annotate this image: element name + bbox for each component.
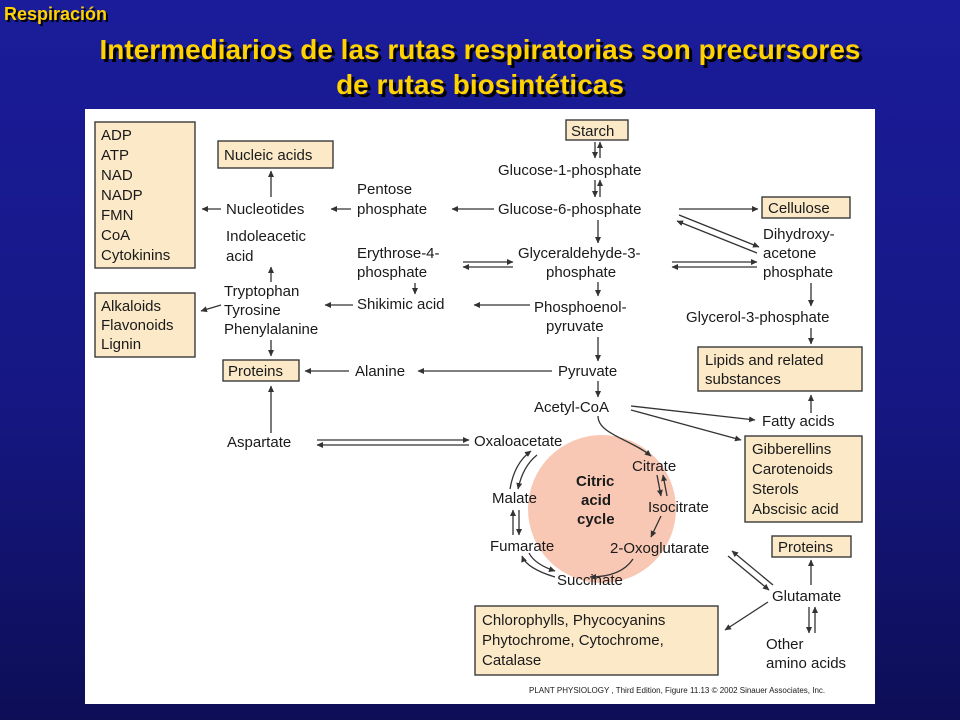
- acetyl-coa-label: Acetyl-CoA: [534, 399, 609, 416]
- nucleotides-label: Nucleotides: [226, 201, 304, 218]
- starch-label: Starch: [571, 123, 614, 140]
- malate-label: Malate: [492, 490, 537, 507]
- dihydroxy-label-line2: acetone: [763, 245, 816, 262]
- glyceraldehyde-label-line2: phosphate: [546, 264, 616, 281]
- proteins-right-label: Proteins: [778, 539, 833, 556]
- cofactor-nad: NAD: [101, 167, 133, 184]
- starch-box: Starch: [565, 119, 629, 141]
- pathway-diagram: ADP ATP NAD NADP FMN CoA Cytokinins Nucl…: [94, 119, 863, 695]
- other-amino-acids-line2: amino acids: [766, 655, 846, 672]
- glyceraldehyde-label-line1: Glyceraldehyde-3-: [518, 245, 641, 262]
- cofactor-coa: CoA: [101, 227, 130, 244]
- cycle-label-line2: acid: [581, 492, 611, 509]
- nucleic-acids-label: Nucleic acids: [224, 147, 312, 164]
- sterols-label: Sterols: [752, 481, 799, 498]
- pentose-label-line1: Pentose: [357, 181, 412, 198]
- pigments-box: Chlorophylls, Phycocyanins Phytochrome, …: [474, 605, 719, 676]
- citrate-label: Citrate: [632, 458, 676, 475]
- proteins-right-box: Proteins: [771, 535, 852, 558]
- alkaloids-label: Alkaloids: [101, 298, 161, 315]
- slide-title-line1: Intermediarios de las rutas respiratoria…: [99, 34, 861, 65]
- alkaloids-box: Alkaloids Flavonoids Lignin: [94, 292, 196, 358]
- erythrose-label-line2: phosphate: [357, 264, 427, 281]
- citric-acid-cycle-disc: [528, 435, 676, 583]
- cofactor-atp: ATP: [101, 147, 129, 164]
- alanine-label: Alanine: [355, 363, 405, 380]
- fatty-acids-label: Fatty acids: [762, 413, 835, 430]
- lignin-label: Lignin: [101, 336, 141, 353]
- fumarate-label: Fumarate: [490, 538, 554, 555]
- pep-label-line2: pyruvate: [546, 318, 604, 335]
- glutamate-label: Glutamate: [772, 588, 841, 605]
- carotenoids-label: Carotenoids: [752, 461, 833, 478]
- cofactor-nadp: NADP: [101, 187, 143, 204]
- dihydroxy-label-line1: Dihydroxy-: [763, 226, 835, 243]
- pigments-label-line3: Catalase: [482, 652, 541, 669]
- other-amino-acids-line1: Other: [766, 636, 804, 653]
- cofactors-box: ADP ATP NAD NADP FMN CoA Cytokinins: [94, 121, 196, 269]
- nucleic-acids-box: Nucleic acids: [217, 140, 334, 169]
- glucose-1-phosphate-label: Glucose-1-phosphate: [498, 162, 641, 179]
- cycle-label-line3: cycle: [577, 511, 615, 528]
- cofactor-cytokinins: Cytokinins: [101, 247, 170, 264]
- shikimic-acid-label: Shikimic acid: [357, 296, 445, 313]
- proteins-left-box: Proteins: [222, 359, 300, 382]
- cycle-label-line1: Citric: [576, 473, 614, 490]
- aspartate-label: Aspartate: [227, 434, 291, 451]
- pigments-label-line1: Chlorophylls, Phycocyanins: [482, 612, 665, 629]
- cofactor-adp: ADP: [101, 127, 132, 144]
- flavonoids-label: Flavonoids: [101, 317, 174, 334]
- proteins-left-label: Proteins: [228, 363, 283, 380]
- succinate-label: Succinate: [557, 572, 623, 589]
- cellulose-label: Cellulose: [768, 200, 830, 217]
- lipids-label-line2: substances: [705, 371, 781, 388]
- oxaloacetate-label: Oxaloacetate: [474, 433, 562, 450]
- oxoglutarate-label: 2-Oxoglutarate: [610, 540, 709, 557]
- slide-title-line2: de rutas biosintéticas: [336, 69, 624, 100]
- pep-label-line1: Phosphoenol-: [534, 299, 627, 316]
- indoleacetic-label-line2: acid: [226, 248, 254, 265]
- indoleacetic-label-line1: Indoleacetic: [226, 228, 307, 245]
- glucose-6-phosphate-label: Glucose-6-phosphate: [498, 201, 641, 218]
- isocitrate-label: Isocitrate: [648, 499, 709, 516]
- gibberellins-label: Gibberellins: [752, 441, 831, 458]
- corner-label: Respiración: [4, 4, 108, 24]
- dihydroxy-label-line3: phosphate: [763, 264, 833, 281]
- tryptophan-label: Tryptophan: [224, 283, 299, 300]
- pathway-figure: ADP ATP NAD NADP FMN CoA Cytokinins Nucl…: [85, 109, 875, 704]
- lipids-box: Lipids and related substances: [697, 346, 863, 392]
- glycerol-3-phosphate-label: Glycerol-3-phosphate: [686, 309, 829, 326]
- pathway-arrows: [200, 141, 818, 634]
- phenylalanine-label: Phenylalanine: [224, 321, 318, 338]
- lipids-label-line1: Lipids and related: [705, 352, 823, 369]
- terpenoids-box: Gibberellins Carotenoids Sterols Abscisi…: [744, 435, 863, 523]
- tyrosine-label: Tyrosine: [224, 302, 281, 319]
- figure-credit: PLANT PHYSIOLOGY , Third Edition, Figure…: [529, 686, 825, 695]
- pigments-label-line2: Phytochrome, Cytochrome,: [482, 632, 664, 649]
- pentose-label-line2: phosphate: [357, 201, 427, 218]
- abscisic-acid-label: Abscisic acid: [752, 501, 839, 518]
- erythrose-label-line1: Erythrose-4-: [357, 245, 440, 262]
- cofactor-fmn: FMN: [101, 207, 134, 224]
- pyruvate-label: Pyruvate: [558, 363, 617, 380]
- cellulose-box: Cellulose: [761, 196, 851, 219]
